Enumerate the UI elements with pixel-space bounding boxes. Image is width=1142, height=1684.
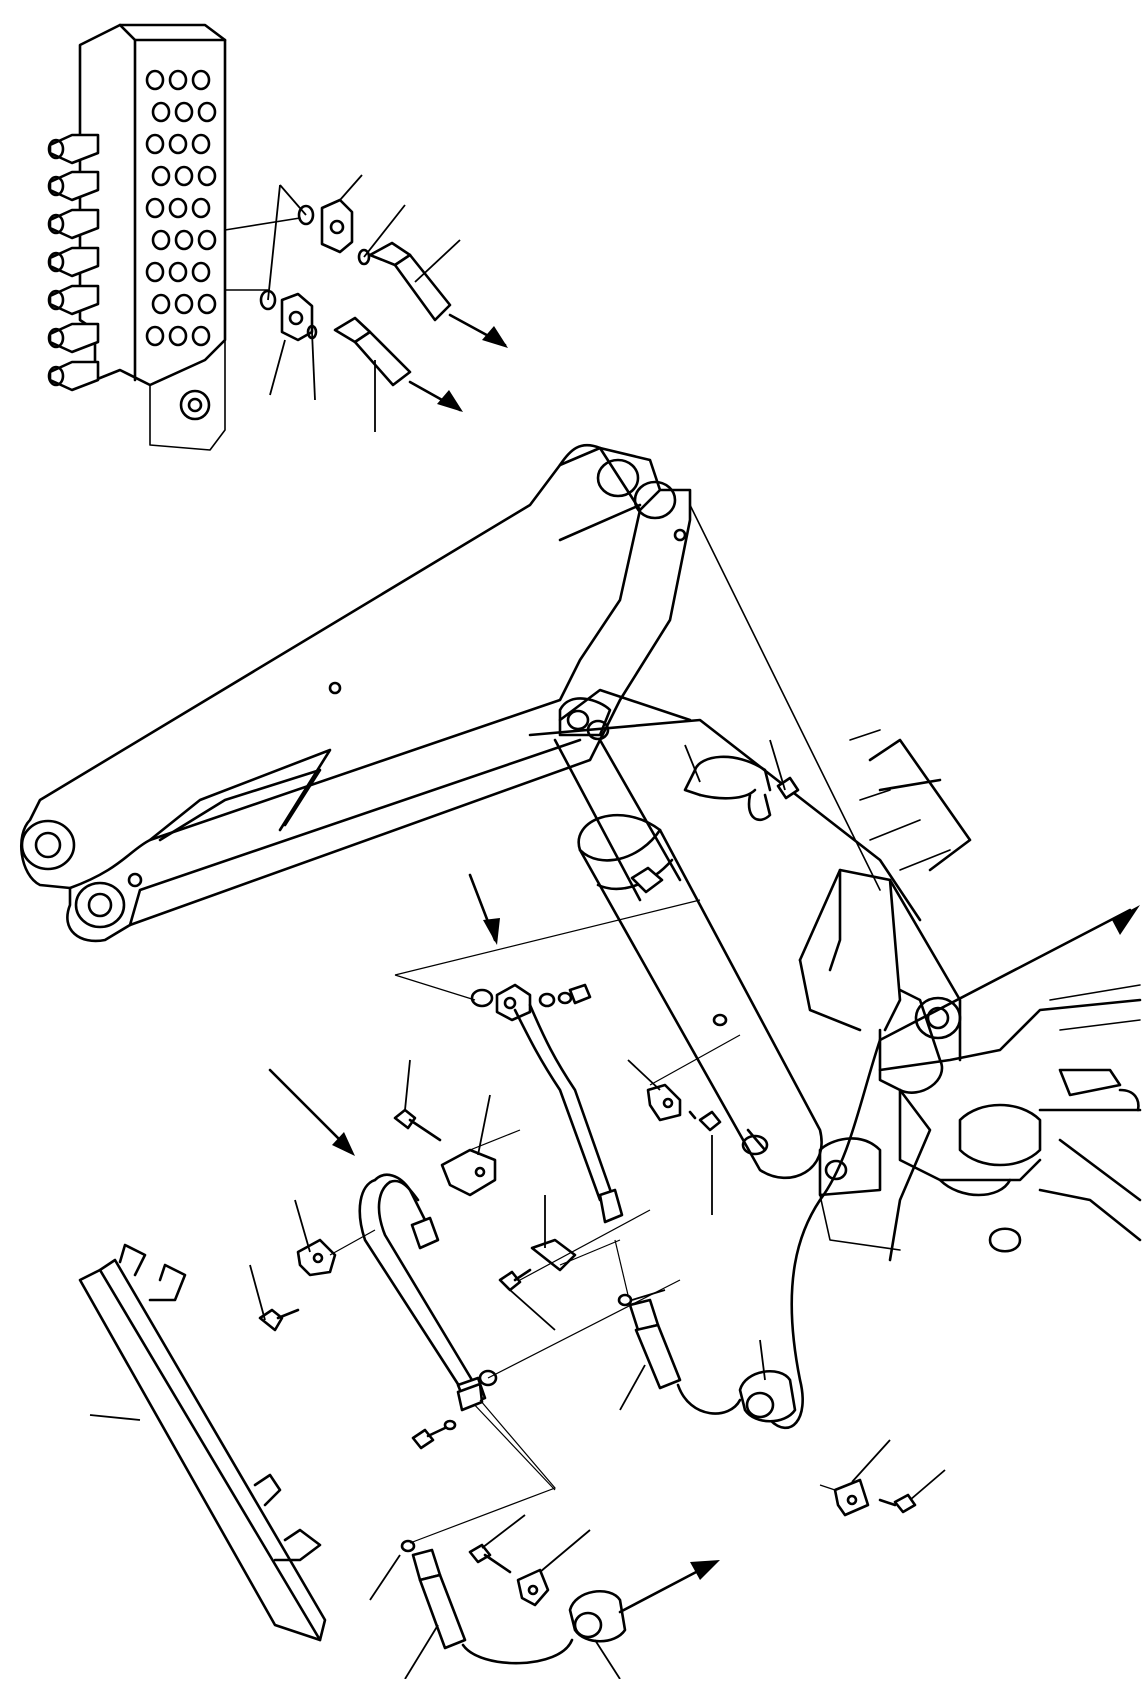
valve-spool-stud <box>47 322 100 354</box>
boom-cylinder <box>553 738 1140 1430</box>
valve-port <box>168 261 188 283</box>
valve-port <box>191 133 211 155</box>
valve-port <box>191 261 211 283</box>
boom <box>19 443 922 943</box>
valve-spool-stud <box>47 170 100 202</box>
clip-bracket-2 <box>294 1199 337 1277</box>
valve-port <box>197 229 217 251</box>
leader-arrows <box>268 873 500 1156</box>
valve-port <box>151 165 171 187</box>
valve-port <box>151 293 171 315</box>
clip-bracket-1 <box>440 1148 497 1197</box>
bolt-2 <box>249 1264 300 1332</box>
valve-spool-stud <box>47 360 100 392</box>
valve-port <box>168 197 188 219</box>
bolt-3 <box>688 1110 722 1215</box>
valve-port <box>174 101 194 123</box>
valve-spool-stud <box>47 284 100 316</box>
valve-spool-stud <box>47 246 100 278</box>
control-valve <box>47 23 227 451</box>
hydraulic-hose-upper <box>617 1289 797 1423</box>
hydraulic-hose-lower <box>369 1539 720 1680</box>
valve-spool-stud <box>47 208 100 240</box>
valve-port <box>145 261 165 283</box>
bolt-6 <box>878 1469 946 1514</box>
clip-bracket-4 <box>530 1195 577 1272</box>
valve-port <box>197 293 217 315</box>
valve-port <box>197 165 217 187</box>
hose-clamp <box>683 739 800 821</box>
valve-port <box>145 69 165 91</box>
bolt-4 <box>498 1268 556 1331</box>
bolt-7 <box>468 1514 526 1574</box>
bolt-1 <box>393 1059 442 1142</box>
valve-port <box>145 325 165 347</box>
hose-fitting-upper <box>368 241 452 322</box>
valve-port <box>191 197 211 219</box>
clip-bracket-6 <box>516 1529 591 1607</box>
valve-port <box>168 325 188 347</box>
swing-frame <box>798 729 1142 1262</box>
valve-port <box>145 197 165 219</box>
hose-fitting-lower <box>333 316 412 387</box>
hose-guard-cover <box>78 1243 327 1642</box>
pipe-straight <box>394 899 701 1224</box>
valve-spool-stud <box>47 133 100 165</box>
clip-bracket-3 <box>627 1059 682 1122</box>
valve-port <box>174 229 194 251</box>
union-elbow-upper <box>320 198 354 254</box>
valve-port <box>151 229 171 251</box>
pipe-u-bend <box>358 1173 681 1491</box>
valve-port <box>174 293 194 315</box>
valve-port <box>191 69 211 91</box>
valve-port <box>168 133 188 155</box>
clip-bracket-5 <box>833 1439 891 1517</box>
bolt-5 <box>411 1419 457 1450</box>
valve-port <box>151 101 171 123</box>
valve-fittings <box>224 174 508 432</box>
valve-port <box>168 69 188 91</box>
valve-port <box>145 133 165 155</box>
valve-port <box>174 165 194 187</box>
valve-port <box>191 325 211 347</box>
valve-port <box>197 101 217 123</box>
